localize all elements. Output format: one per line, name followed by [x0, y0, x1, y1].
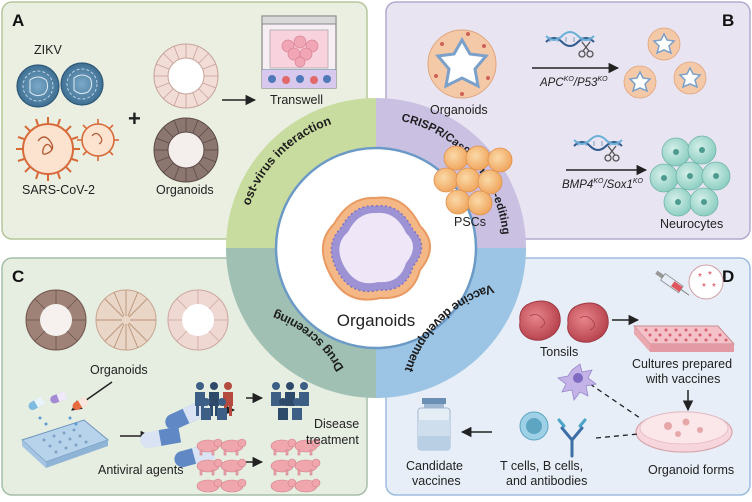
patient-group-icon — [195, 382, 233, 420]
treated-group-icon — [271, 382, 309, 420]
cells-label-2: and antibodies — [506, 474, 587, 488]
antibody-icon — [557, 418, 587, 458]
cultures-label-1: Cultures prepared — [632, 357, 732, 371]
culture-plate-icon — [632, 325, 736, 352]
dna-scissors-icon-2 — [573, 135, 623, 162]
psc-cluster-icon — [433, 145, 513, 216]
organoids-label-a: Organoids — [156, 183, 214, 197]
panel-a-letter: A — [12, 11, 24, 30]
t-cell-icon — [519, 411, 549, 441]
candidate-label-2: vaccines — [412, 474, 461, 488]
well-plate-icon — [21, 416, 109, 468]
tonsils-label: Tonsils — [540, 345, 578, 359]
dashed-link-1 — [589, 383, 641, 419]
band-drug — [226, 248, 376, 398]
syringe-icon — [655, 270, 690, 296]
capsule-pills-icon — [28, 391, 89, 410]
organoid-ring-dark-icon — [153, 117, 219, 183]
ko-label-2: BMP4KO/Sox1KO — [562, 178, 644, 191]
pig-group-icon — [196, 438, 247, 493]
neurocytes-label: Neurocytes — [660, 217, 723, 231]
organoid-ring-icon — [153, 43, 219, 109]
edited-organoids-icon — [623, 27, 707, 99]
zikv-virus-icon — [16, 62, 104, 108]
virus-label-sars-cov-2: SARS-CoV-2 — [22, 183, 95, 197]
transwell-icon — [261, 15, 337, 89]
organoid-ring-pink-icon — [167, 289, 229, 351]
neurocyte-cluster-icon — [649, 135, 731, 217]
treated-pig-group-icon — [270, 438, 321, 493]
svg-text:*: * — [702, 282, 706, 293]
organoids-label-c: Organoids — [90, 363, 148, 377]
organoid-spiky-icon — [95, 289, 157, 351]
pscs-label: PSCs — [454, 215, 486, 229]
svg-text:*: * — [712, 282, 716, 293]
dashed-link-2 — [595, 433, 639, 439]
center-organoid-icon — [322, 196, 431, 301]
center-wheel: Organoids — [226, 98, 526, 398]
plus-sign: + — [128, 106, 141, 131]
ko-label-1: APCKO/P53KO — [539, 76, 608, 89]
transwell-label: Transwell — [270, 93, 323, 107]
organoid-ring-brown-icon — [25, 289, 87, 351]
panel-b-letter: B — [722, 11, 734, 30]
dna-scissors-icon — [545, 31, 595, 58]
antiviral-label: Antiviral agents — [98, 463, 183, 477]
svg-text:*: * — [698, 272, 702, 283]
cultures-label-2: with vaccines — [645, 372, 720, 386]
svg-text:*: * — [708, 270, 712, 281]
vaccine-vial-icon — [417, 398, 451, 451]
petri-dish-icon — [635, 411, 733, 453]
cells-label-1: T cells, B cells, — [500, 459, 583, 473]
disease-label-2: treatment — [306, 433, 359, 447]
virus-label-zikv: ZIKV — [34, 43, 62, 57]
disease-label-1: Disease — [314, 417, 359, 431]
tonsils-icon — [519, 300, 609, 343]
vaccine-bubble-icon: **** — [688, 264, 724, 300]
center-title: Organoids — [337, 311, 415, 330]
panel-d-letter: D — [722, 267, 734, 286]
organoid-star-icon — [427, 29, 497, 99]
band-vaccine — [376, 248, 526, 398]
dendritic-cell-icon — [557, 363, 597, 401]
band-host-virus — [226, 98, 376, 248]
sars-cov-2-virus-icon — [16, 117, 119, 181]
candidate-label-1: Candidate — [406, 459, 463, 473]
organoid-forms-label: Organoid forms — [648, 463, 734, 477]
panel-c-letter: C — [12, 267, 24, 286]
organoids-label-b: Organoids — [430, 103, 488, 117]
